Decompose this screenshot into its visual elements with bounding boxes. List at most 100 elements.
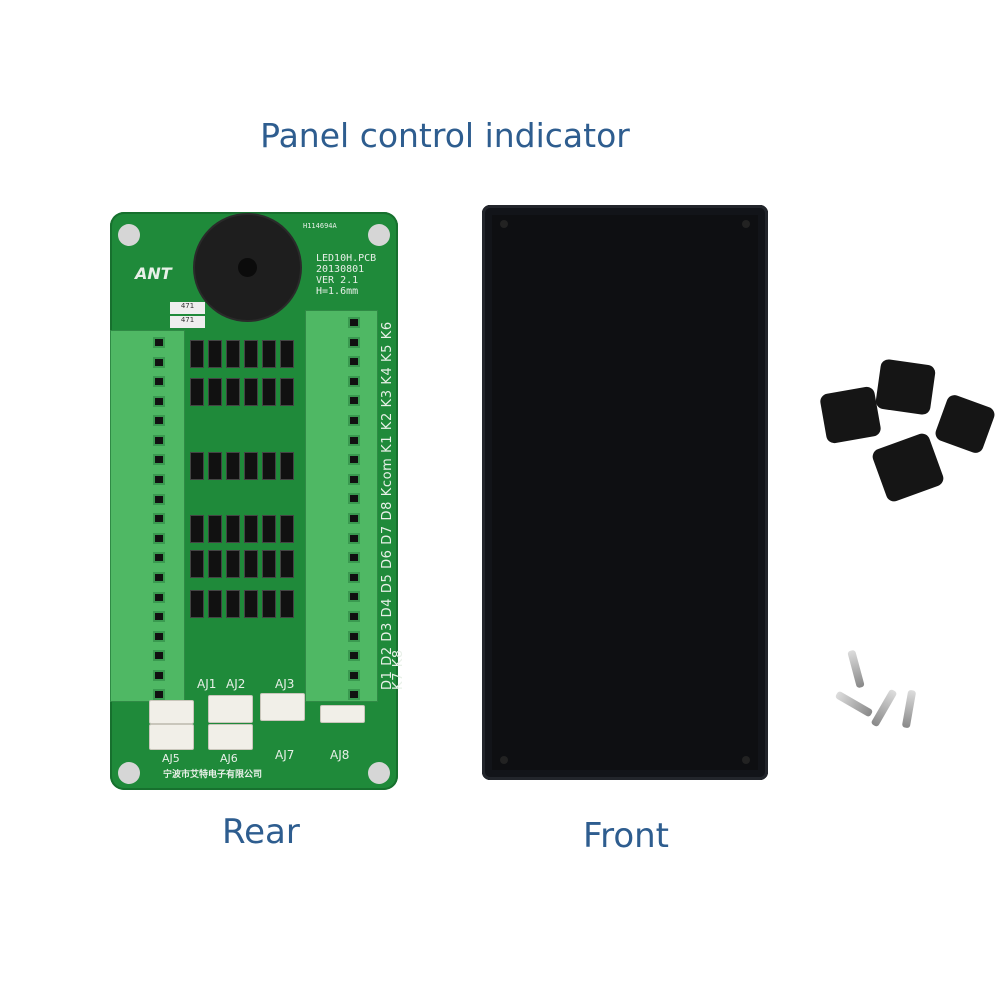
front-case [482,205,768,780]
mount-hole [118,224,140,246]
smd-chip [280,378,294,406]
page-title: Panel control indicator [260,116,630,155]
smd-chip [208,550,222,578]
smd-chip [226,452,240,480]
connector-aj5 [149,724,194,750]
connector-aj3 [260,693,305,721]
terminal-screw-slot [153,337,165,348]
pcb-thickness: H=1.6mm [316,286,359,297]
smd-chip [262,590,276,618]
terminal-screw-slot [153,454,165,466]
terminal-screw-slot [348,513,360,524]
pcb-name: LED10H.PCB [316,253,377,264]
terminal-screw-slot [153,493,165,505]
case-screw [742,220,750,228]
terminal-screw-slot [153,513,165,525]
smd-chip [208,452,222,480]
connector-label: AJ3 [275,677,295,691]
ant-logo: ANT [135,264,172,283]
pcb-date: 20130801 [316,264,365,275]
connector-aj2 [208,695,253,723]
smd-chip [262,378,276,406]
case-screw [500,220,508,228]
smd-chip [244,340,258,368]
mount-hole [118,762,140,784]
connector-aj1 [149,700,194,724]
screw [901,689,917,729]
terminal-screw-slot [348,689,360,701]
terminal-screw-slot [348,552,360,564]
smd-chip [190,378,204,406]
pcb-info: LED10H.PCB 20130801 VER 2.1 H=1.6mm [316,253,376,297]
smd-chip [262,340,276,368]
smd-chip [244,515,258,543]
connector-aj8-housing [320,705,365,723]
terminal-screw-slot [153,571,165,583]
screw [870,688,898,728]
smd-chip [262,515,276,543]
terminal-screw-slot [153,356,165,368]
terminal-screw-slot [348,395,360,407]
terminal-screw-slot [153,552,165,564]
connector-label: AJ6 [220,752,238,765]
terminal-screw-slot [153,376,165,388]
terminal-screw-slot [348,336,360,348]
screw [847,649,865,689]
smd-chip [280,550,294,578]
terminal-screw-slot [348,630,360,642]
rear-caption: Rear [222,812,300,852]
terminal-screw-slot [348,669,360,681]
rubber-foot [874,358,937,416]
smd-chip [226,340,240,368]
smd-chip [208,378,222,406]
connector-label: AJ2 [226,677,246,691]
resistor: 471 [170,302,205,314]
smd-chip [226,515,240,543]
terminal-screw-slot [348,571,360,583]
serial-number: H114694A [303,222,337,230]
smd-chip [190,340,204,368]
terminal-block-left [110,330,185,702]
smd-chip [208,590,222,618]
smd-chip [280,452,294,480]
mount-hole [368,762,390,784]
buzzer [195,215,300,320]
smd-chip [208,340,222,368]
rubber-foot [870,431,946,504]
smd-chip [280,515,294,543]
smd-chip [190,515,204,543]
smd-chip [244,378,258,406]
screw [834,690,874,718]
terminal-screw-slot [348,493,360,505]
terminal-labels: D1 D2 D3 D4 D5 D6 D7 D8 Kcom K1 K2 K3 K4… [380,321,406,690]
terminal-block-right [305,310,378,702]
terminal-screw-slot [348,375,360,387]
terminal-screw-slot [153,630,165,642]
rubber-foot [819,385,882,445]
smd-chip [244,590,258,618]
terminal-screw-slot [348,611,360,622]
terminal-screw-slot [153,415,165,427]
terminal-screw-slot [348,650,360,662]
resistor: 471 [170,316,205,328]
case-screw [742,756,750,764]
terminal-screw-slot [153,395,165,407]
connector-label: AJ8 [330,748,350,762]
smd-chip [244,550,258,578]
connector-label: AJ5 [162,752,180,765]
front-caption: Front [583,816,669,856]
terminal-screw-slot [348,415,360,426]
terminal-screw-slot [153,434,165,446]
smd-chip [190,452,204,480]
connector-label: AJ1 [197,677,217,691]
terminal-screw-slot [348,591,360,603]
smd-chip [190,590,204,618]
smd-chip [226,590,240,618]
smd-chip [262,452,276,480]
smd-chip [280,340,294,368]
smd-chip [244,452,258,480]
mount-hole [368,224,390,246]
rubber-foot [933,392,997,456]
company-name: 宁波市艾特电子有限公司 [163,770,263,780]
terminal-screw-slot [348,356,360,368]
